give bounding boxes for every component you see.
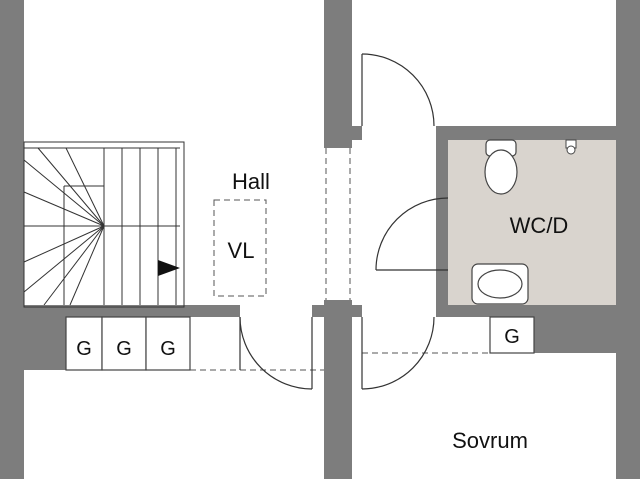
stair-direction-arrow [158, 260, 180, 276]
storage-label: G [504, 326, 520, 348]
sink-icon [471, 263, 529, 305]
toilet-icon [484, 139, 518, 195]
room-label-sovrum: Sovrum [452, 428, 528, 453]
room-label-hall: Hall [232, 169, 270, 194]
storage-label: G [116, 338, 132, 360]
storage-label: G [76, 338, 92, 360]
storage-label: G [160, 338, 176, 360]
room-label-vl: VL [228, 238, 255, 263]
doors [239, 53, 449, 390]
storage-units: G G G G [65, 316, 535, 371]
room-label-wc: WC/D [510, 213, 569, 238]
dashed-lines [190, 148, 534, 371]
staircase [23, 141, 185, 308]
tap-icon [565, 139, 577, 155]
